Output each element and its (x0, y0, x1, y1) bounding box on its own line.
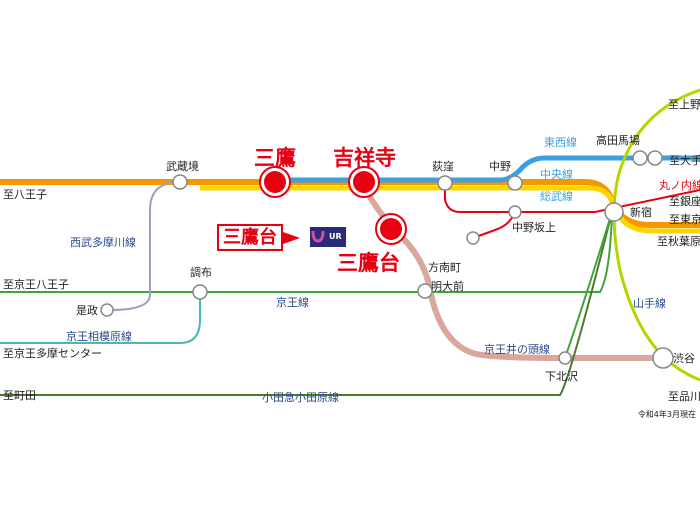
highlight-station-kichijoji[interactable] (348, 166, 380, 198)
label-takadanobaba: 高田馬場 (596, 133, 640, 147)
dest-akihabara: 至秋葉原 (657, 234, 700, 248)
line-label-yamanote: 山手線 (633, 296, 666, 310)
line-label-keio: 京王線 (276, 295, 309, 309)
marunouchi-honancho-branch (472, 211, 516, 239)
label-nakanosakaue: 中野坂上 (512, 221, 556, 234)
dest-otemachi: 至大手町 (669, 153, 700, 167)
ur-logo: UR (310, 227, 346, 247)
dest-keio-hachioji: 至京王八王子 (3, 277, 69, 291)
line-label-chuo: 中央線 (540, 167, 573, 181)
station-dot-nakano[interactable] (507, 175, 523, 191)
label-koremasa: 是政 (76, 303, 98, 317)
station-dot-takadanobaba[interactable] (632, 150, 648, 166)
tozai-line (285, 155, 700, 183)
label-nakano: 中野 (489, 160, 511, 173)
label-meidaimae: 明大前 (431, 279, 464, 293)
keio-line (0, 211, 613, 293)
label-kichijoji: 吉祥寺 (333, 146, 396, 170)
station-dot-koremasa[interactable] (100, 303, 114, 317)
label-mitakadai: 三鷹台 (337, 251, 400, 275)
dest-keio-tama-center: 至京王多摩センター (3, 346, 102, 360)
label-musashisakai: 武蔵境 (166, 159, 199, 173)
station-dot-chofu[interactable] (192, 284, 208, 300)
mitakadai-callout-box: 三鷹台 (217, 224, 283, 251)
station-dot-shimokitazawa[interactable] (558, 351, 572, 365)
seibu-tamagawa-line (109, 181, 181, 311)
line-label-seibu-tamagawa: 西武多摩川線 (70, 235, 136, 249)
station-dot-shinjuku[interactable] (604, 202, 624, 222)
label-ogikubo: 荻窪 (432, 159, 454, 173)
station-dot-meidaimae[interactable] (417, 283, 433, 299)
callout-pointer (283, 232, 300, 244)
station-dot-honancho[interactable] (466, 231, 480, 245)
dest-hachioji: 至八王子 (3, 188, 47, 201)
label-honancho: 方南町 (428, 260, 461, 274)
highlight-station-mitakadai[interactable] (375, 213, 407, 245)
label-shimokitazawa: 下北沢 (545, 369, 578, 383)
marunouchi-line (444, 185, 700, 213)
station-dot-nakanosakaue[interactable] (508, 205, 522, 219)
label-shinjuku: 新宿 (630, 205, 652, 219)
as-of-note: 令和4年3月現在 (637, 410, 696, 419)
ur-logo-text: UR (329, 232, 342, 241)
line-label-tozai: 東西線 (544, 135, 577, 149)
shimokitazawa-connector (564, 211, 613, 359)
label-shibuya: 渋谷 (673, 352, 695, 365)
line-label-marunouchi: 丸ノ内線 (659, 178, 700, 192)
dest-shinagawa: 至品川 (668, 390, 700, 403)
dest-ueno: 至上野 (668, 98, 700, 111)
dest-ginza: 至銀座 (669, 194, 700, 208)
station-dot-shibuya[interactable] (652, 347, 674, 369)
dest-machida: 至町田 (3, 389, 36, 402)
station-dot-musashisakai[interactable] (172, 174, 188, 190)
highlight-station-mitaka[interactable] (259, 166, 291, 198)
label-chofu: 調布 (190, 265, 212, 279)
dest-tokyo: 至東京 (669, 212, 700, 226)
odakyu-line (0, 211, 613, 396)
keio-sagamihara-line (0, 292, 201, 344)
line-label-sobu: 総武線 (540, 189, 573, 203)
station-dot-ogikubo[interactable] (437, 175, 453, 191)
label-mitaka: 三鷹 (254, 146, 296, 170)
line-label-keio-sagamihara: 京王相模原線 (66, 329, 132, 343)
station-dot-otemachi-connector[interactable] (647, 150, 663, 166)
ur-mark-icon (310, 227, 326, 247)
line-label-inokashira: 京王井の頭線 (484, 342, 550, 356)
line-label-odakyu: 小田急小田原線 (262, 390, 339, 404)
